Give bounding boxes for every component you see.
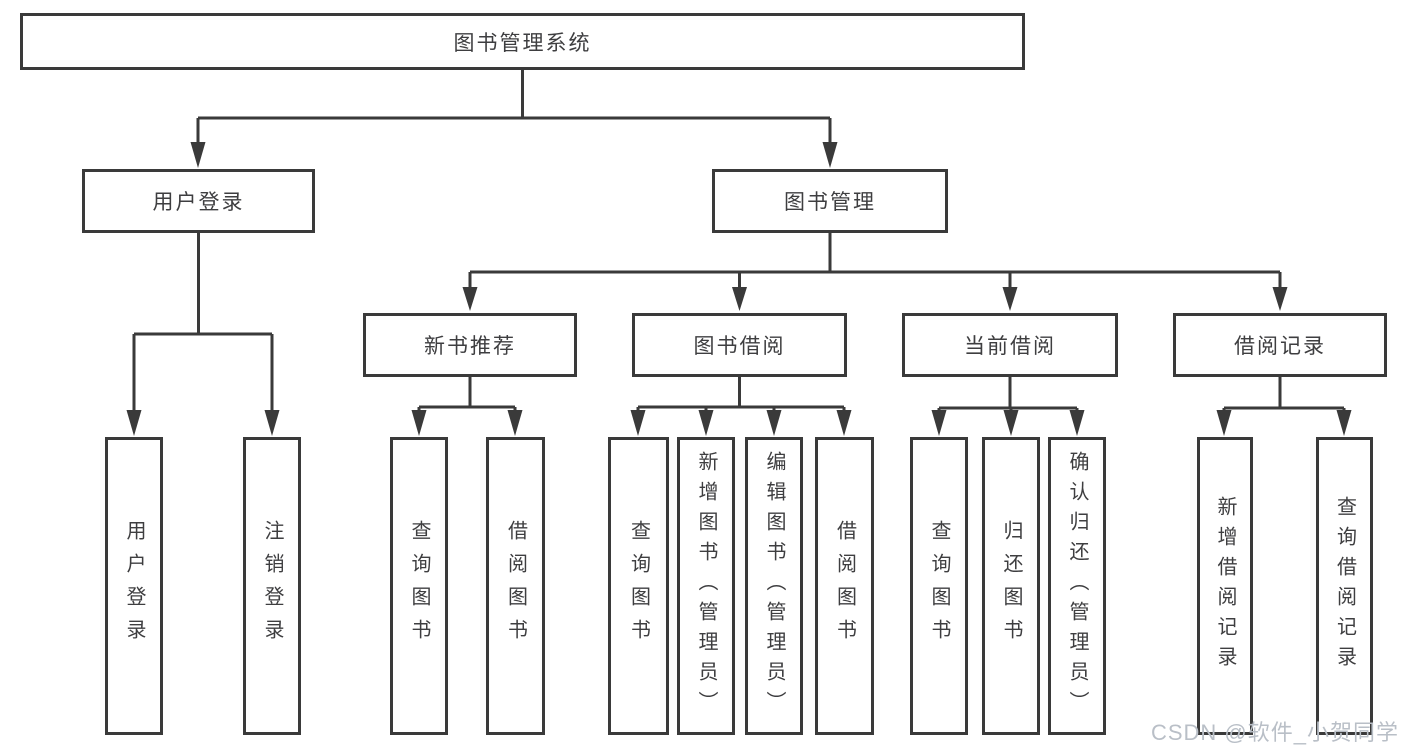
leaf-add-book-admin: 新增图书（管理员） [677, 437, 735, 735]
leaf-label: 借阅图书 [833, 520, 856, 652]
node-new-book-recommend: 新书推荐 [363, 313, 577, 377]
leaf-query-books-borrow: 查询图书 [608, 437, 669, 735]
node-user-login: 用户登录 [82, 169, 315, 233]
leaf-label: 新增借阅记录 [1214, 496, 1236, 676]
node-label: 借阅记录 [1234, 335, 1326, 358]
csdn-watermark: CSDN @软件_小贺同学 [1150, 720, 1399, 745]
node-book-management: 图书管理 [712, 169, 948, 233]
node-label: 图书管理 [784, 191, 876, 214]
leaf-label: 归还图书 [1000, 520, 1022, 652]
leaf-edit-book-admin: 编辑图书（管理员） [745, 437, 803, 735]
leaf-borrow-books: 借阅图书 [815, 437, 874, 735]
leaf-user-login: 用户登录 [105, 437, 163, 735]
node-label: 用户登录 [152, 191, 245, 214]
leaf-label: 编辑图书（管理员） [763, 451, 785, 721]
node-library-management-system: 图书管理系统 [20, 13, 1025, 70]
leaf-label: 查询借阅记录 [1333, 496, 1356, 676]
node-label: 新书推荐 [424, 335, 516, 358]
leaf-logout-login: 注销登录 [243, 437, 301, 735]
leaf-label: 用户登录 [123, 520, 145, 652]
node-book-borrow: 图书借阅 [632, 313, 847, 377]
node-borrow-records: 借阅记录 [1173, 313, 1387, 377]
leaf-label: 新增图书（管理员） [695, 451, 717, 721]
leaf-label: 确认归还（管理员） [1066, 451, 1088, 721]
leaf-query-books-recommend: 查询图书 [390, 437, 448, 735]
leaf-add-borrow-record: 新增借阅记录 [1197, 437, 1253, 735]
leaf-label: 查询图书 [928, 520, 950, 652]
node-label: 当前借阅 [964, 335, 1056, 358]
node-label: 图书借阅 [693, 335, 786, 358]
leaf-label: 查询图书 [627, 520, 650, 652]
leaf-query-books-current: 查询图书 [910, 437, 968, 735]
leaf-confirm-return-admin: 确认归还（管理员） [1048, 437, 1106, 735]
leaf-label: 借阅图书 [504, 520, 527, 652]
leaf-return-book: 归还图书 [982, 437, 1040, 735]
leaf-query-borrow-record: 查询借阅记录 [1316, 437, 1373, 735]
leaf-label: 查询图书 [408, 520, 430, 652]
leaf-label: 注销登录 [261, 520, 283, 652]
leaf-borrow-books-recommend: 借阅图书 [486, 437, 545, 735]
node-label: 图书管理系统 [453, 31, 592, 55]
node-current-borrow: 当前借阅 [902, 313, 1118, 377]
